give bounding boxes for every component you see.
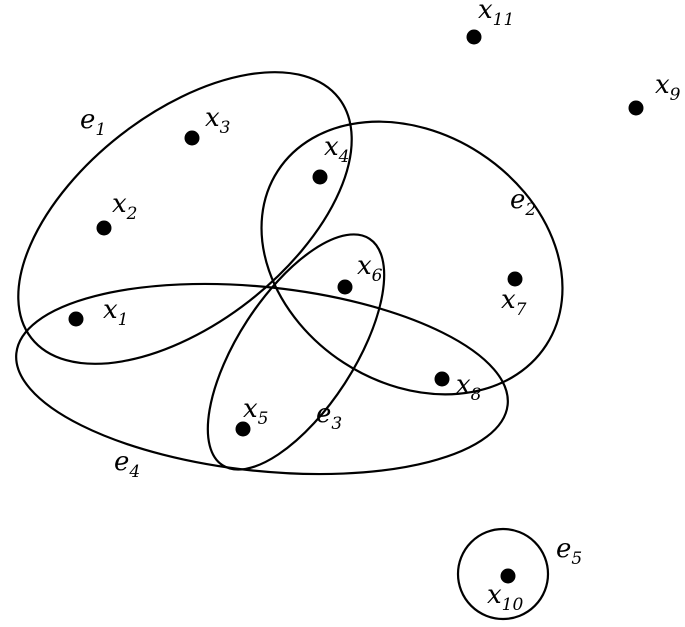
- vertex-label-x6: x6: [357, 251, 383, 286]
- vertex-x10: [500, 568, 516, 584]
- vertex-label-x7: x7: [501, 285, 527, 320]
- vertex-label-x8: x8: [456, 370, 482, 405]
- edge-label-e4: e4: [114, 447, 140, 482]
- vertex-label-x2: x2: [112, 189, 138, 224]
- vertex-label-x5: x5: [243, 394, 269, 429]
- vertex-x1: [68, 311, 84, 327]
- vertex-x7: [507, 271, 523, 287]
- vertex-x9: [628, 100, 644, 116]
- hyperedge-e4: [15, 282, 509, 476]
- vertex-x6: [337, 279, 353, 295]
- vertex-x8: [434, 371, 450, 387]
- vertex-label-x1: x1: [103, 295, 129, 330]
- edge-label-e1: e1: [80, 105, 106, 140]
- labels: x1 x2 x3 x4 x5 x6 x7 x8 x9 x10 x11 e1 e2…: [80, 0, 681, 615]
- hyperedge-e2: [260, 120, 564, 396]
- hyperedge-e5: [456, 527, 550, 621]
- hyperedges: [15, 71, 564, 621]
- edge-label-e3: e3: [316, 399, 342, 434]
- edge-label-e5: e5: [556, 534, 582, 569]
- edge-label-e2: e2: [510, 185, 536, 220]
- vertex-x11: [466, 29, 482, 45]
- vertex-x5: [235, 421, 251, 437]
- vertices: [68, 29, 644, 584]
- vertex-x2: [96, 220, 112, 236]
- hyperedge-e1: [17, 71, 353, 365]
- hyperedge-e3: [206, 233, 386, 471]
- vertex-label-x11: x11: [478, 0, 514, 30]
- vertex-label-x3: x3: [205, 103, 231, 138]
- vertex-x3: [184, 130, 200, 146]
- vertex-label-x4: x4: [324, 132, 350, 167]
- vertex-label-x10: x10: [487, 580, 523, 615]
- vertex-x4: [312, 169, 328, 185]
- vertex-label-x9: x9: [655, 70, 681, 105]
